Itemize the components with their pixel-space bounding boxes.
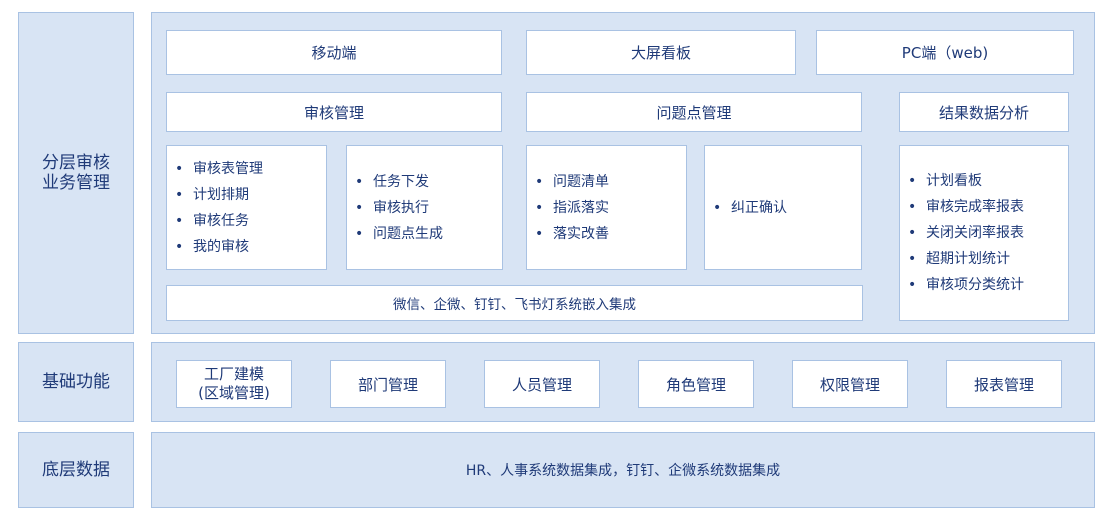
basic-function-role-label: 角色管理 [665,375,726,394]
client-pc-web-label: PC端（web) [901,44,989,62]
issue-list-a-items: 问题清单 指派落实 落实改善 [535,169,609,247]
list-item: 落实改善 [535,221,609,247]
list-item: 审核项分类统计 [908,272,1024,298]
client-mobile-label: 移动端 [311,44,357,62]
module-result-analysis: 结果数据分析 [899,92,1069,132]
list-item: 审核任务 [175,208,263,234]
messaging-integration-label: 微信、企微、钉钉、飞书灯系统嵌入集成 [393,297,636,313]
audit-list-a-items: 审核表管理 计划排期 审核任务 我的审核 [175,156,263,260]
basic-function-department: 部门管理 [330,360,446,408]
issue-list-b-items: 纠正确认 [713,195,787,221]
audit-list-b-items: 任务下发 审核执行 问题点生成 [355,169,443,247]
list-item: 指派落实 [535,195,609,221]
client-pc-web: PC端（web) [816,30,1074,75]
list-item: 任务下发 [355,169,443,195]
underlying-data-panel: HR、人事系统数据集成，钉钉、企微系统数据集成 [151,432,1095,508]
list-item: 超期计划统计 [908,246,1024,272]
basic-function-factory-modeling: 工厂建模 (区域管理) [176,360,292,408]
module-issue-management-label: 问题点管理 [656,103,732,122]
layer-label-audit-text: 分层审核 业务管理 [42,153,110,193]
list-item: 审核完成率报表 [908,194,1024,220]
client-big-screen-label: 大屏看板 [630,44,691,62]
result-list: 计划看板 审核完成率报表 关闭关闭率报表 超期计划统计 审核项分类统计 [899,145,1069,321]
basic-function-report: 报表管理 [946,360,1062,408]
underlying-data-label: HR、人事系统数据集成，钉钉、企微系统数据集成 [465,463,781,479]
issue-list-b: 纠正确认 [704,145,862,270]
basic-function-personnel: 人员管理 [484,360,600,408]
result-list-items: 计划看板 审核完成率报表 关闭关闭率报表 超期计划统计 审核项分类统计 [908,168,1024,298]
layer-label-data-text: 底层数据 [42,460,110,480]
list-item: 审核执行 [355,195,443,221]
module-audit-management-label: 审核管理 [303,103,364,122]
list-item: 计划排期 [175,182,263,208]
messaging-integration-bar: 微信、企微、钉钉、飞书灯系统嵌入集成 [166,285,863,321]
issue-list-a: 问题清单 指派落实 落实改善 [526,145,687,270]
basic-function-permission-label: 权限管理 [819,375,880,394]
basic-function-personnel-label: 人员管理 [511,375,572,394]
module-issue-management: 问题点管理 [526,92,862,132]
layer-label-data: 底层数据 [18,432,134,508]
layer-label-audit: 分层审核 业务管理 [18,12,134,334]
client-mobile: 移动端 [166,30,502,75]
client-big-screen: 大屏看板 [526,30,796,75]
basic-function-role: 角色管理 [638,360,754,408]
module-result-analysis-label: 结果数据分析 [938,103,1029,122]
list-item: 我的审核 [175,234,263,260]
audit-list-b: 任务下发 审核执行 问题点生成 [346,145,503,270]
basic-functions-panel [151,342,1095,422]
module-audit-management: 审核管理 [166,92,502,132]
layer-label-basic-text: 基础功能 [42,372,110,392]
basic-function-factory-modeling-label: 工厂建模 (区域管理) [198,365,270,402]
basic-function-report-label: 报表管理 [973,375,1034,394]
list-item: 关闭关闭率报表 [908,220,1024,246]
basic-function-permission: 权限管理 [792,360,908,408]
layer-label-basic: 基础功能 [18,342,134,422]
list-item: 问题点生成 [355,221,443,247]
basic-function-department-label: 部门管理 [357,375,418,394]
list-item: 问题清单 [535,169,609,195]
list-item: 计划看板 [908,168,1024,194]
audit-list-a: 审核表管理 计划排期 审核任务 我的审核 [166,145,327,270]
list-item: 纠正确认 [713,195,787,221]
list-item: 审核表管理 [175,156,263,182]
